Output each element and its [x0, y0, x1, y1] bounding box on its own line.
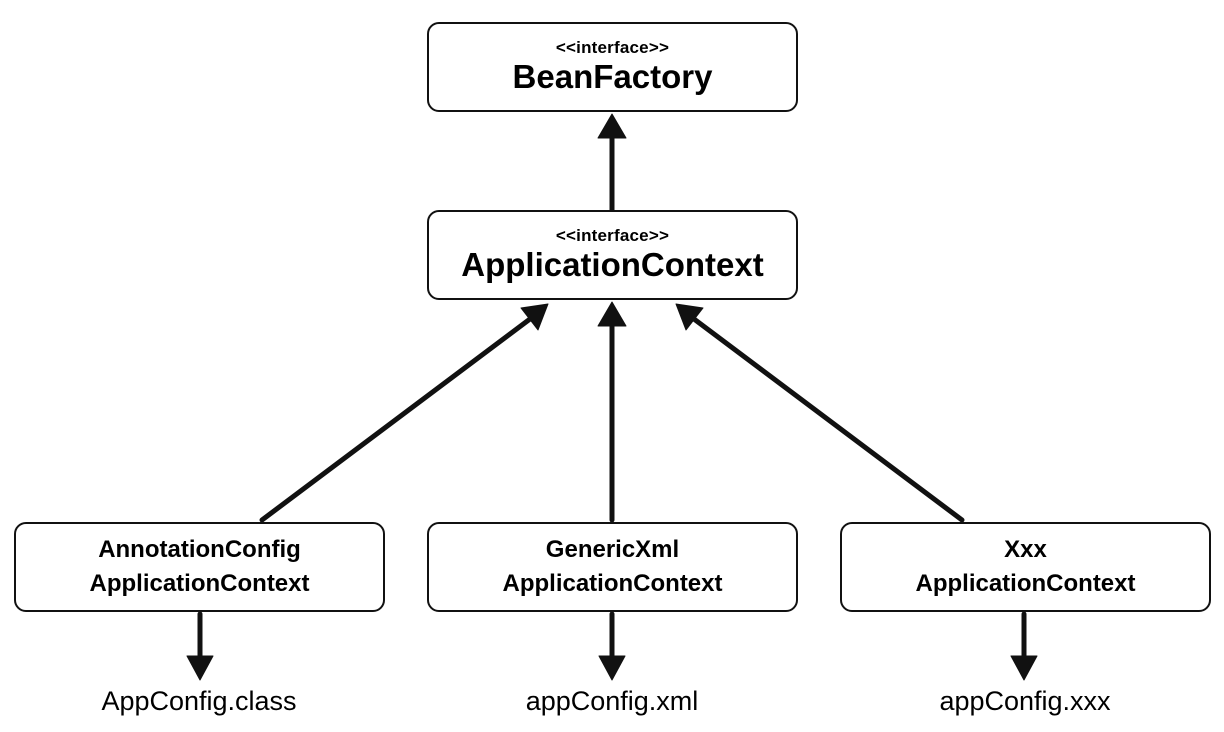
generic-xml-line2: ApplicationContext — [502, 570, 723, 597]
annotation-config-line2: ApplicationContext — [89, 570, 310, 597]
xxx-line1: Xxx — [1004, 536, 1047, 564]
arrow-genericxml-to-appctx — [597, 301, 627, 523]
application-context-name: ApplicationContext — [461, 245, 764, 283]
application-context-node: <<interface>> ApplicationContext — [427, 210, 798, 300]
arrow-annotation-to-config — [186, 611, 214, 681]
config-label-xml: appConfig.xml — [525, 686, 699, 716]
arrow-xxx-to-config — [1010, 611, 1038, 681]
xxx-line2: ApplicationContext — [915, 570, 1136, 597]
arrow-genericxml-to-config — [598, 611, 626, 681]
xxx-node: Xxx ApplicationContext — [840, 522, 1211, 612]
arrow-annotation-to-appctx — [259, 303, 549, 523]
beanfactory-node: <<interface>> BeanFactory — [427, 22, 798, 112]
beanfactory-stereotype: <<interface>> — [555, 38, 670, 58]
generic-xml-node: GenericXml ApplicationContext — [427, 522, 798, 612]
application-context-stereotype: <<interface>> — [555, 226, 670, 246]
config-label-xxx: appConfig.xxx — [939, 686, 1111, 716]
arrow-xxx-to-appctx — [675, 303, 965, 523]
beanfactory-name: BeanFactory — [512, 57, 713, 95]
annotation-config-line1: AnnotationConfig — [98, 536, 301, 564]
config-label-annotation: AppConfig.class — [101, 686, 297, 716]
generic-xml-line1: GenericXml — [545, 536, 680, 564]
arrow-appctx-to-beanfactory — [597, 113, 627, 213]
annotation-config-node: AnnotationConfig ApplicationContext — [14, 522, 385, 612]
